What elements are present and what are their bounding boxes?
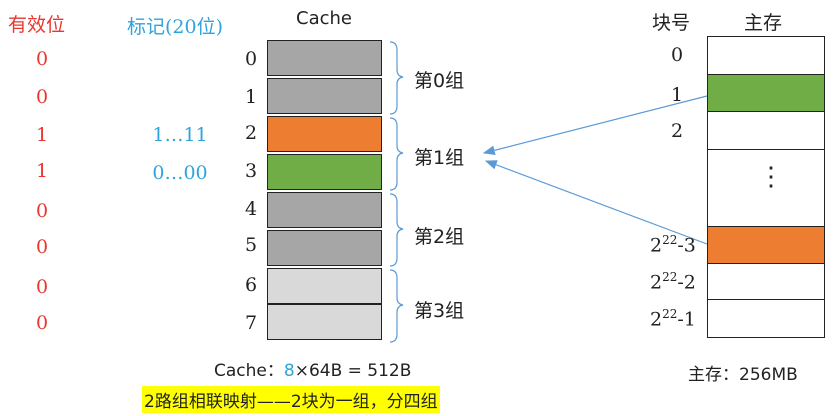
valid-bit-2: 1	[35, 124, 49, 146]
block-number-exponent: 22	[662, 270, 678, 284]
memory-block-0	[707, 36, 825, 74]
tag-line-2: 1…11	[152, 124, 208, 146]
cache-line-count: 8	[283, 361, 295, 381]
cache-caption-rest: ×64B = 512B	[294, 361, 412, 381]
cache-line-3	[267, 154, 382, 190]
block-number-header: 块号	[652, 12, 691, 34]
memory-size-caption: 主存：256MB	[688, 365, 798, 385]
mapping-description: 2路组相联映射——2块为一组，分四组	[142, 386, 440, 413]
cache-line-index-5: 5	[244, 234, 258, 256]
group-label-3: 第3组	[414, 300, 465, 322]
memory-block-number-last2: 222-2	[650, 270, 696, 293]
memory-block-number-last1: 222-1	[650, 307, 696, 330]
cache-line-index-4: 4	[244, 198, 258, 220]
cache-line-0	[267, 40, 382, 76]
memory-block-1	[707, 74, 825, 112]
cache-line-2	[267, 116, 382, 152]
block-number-exponent: 22	[662, 307, 678, 321]
block-number-base: 2	[650, 271, 663, 294]
cache-line-index-2: 2	[244, 122, 258, 144]
memory-ellipsis: ⋮	[758, 162, 784, 192]
memory-block-number-last3: 222-3	[650, 233, 696, 256]
tag-line-3: 0…00	[152, 162, 208, 184]
main-memory-header: 主存	[744, 12, 783, 34]
group-1-brace	[389, 117, 404, 191]
valid-bit-1: 0	[35, 86, 49, 108]
valid-bit-6: 0	[35, 276, 49, 298]
cache-line-7	[267, 304, 382, 340]
group-label-1: 第1组	[414, 147, 465, 169]
cache-line-4	[267, 192, 382, 228]
cache-header: Cache	[296, 8, 352, 29]
cache-line-index-7: 7	[244, 312, 258, 334]
memory-block-ellipsis-region	[707, 150, 825, 226]
block-number-exponent: 22	[662, 233, 678, 247]
cache-line-index-3: 3	[244, 160, 258, 182]
block-number-suffix: -3	[677, 234, 696, 257]
memory-block-number-2: 2	[670, 120, 684, 142]
valid-bit-5: 0	[35, 236, 49, 258]
valid-bit-7: 0	[35, 312, 49, 334]
memory-block-number-0: 0	[670, 44, 684, 66]
group-3-brace	[389, 269, 404, 343]
tag-header: 标记(20位)	[127, 16, 224, 38]
block-number-base: 2	[650, 234, 663, 257]
memory-block-last3	[707, 226, 825, 264]
group-label-0: 第0组	[414, 70, 465, 92]
cache-line-1	[267, 78, 382, 114]
memory-block-last1	[707, 300, 825, 338]
block-number-base: 2	[650, 308, 663, 331]
mapping-arrow-block-last3	[484, 160, 708, 245]
cache-size-caption: Cache：8×64B = 512B	[214, 356, 411, 381]
memory-block-2	[707, 112, 825, 150]
group-2-brace	[389, 193, 404, 267]
block-number-suffix: -1	[677, 308, 696, 331]
cache-line-index-0: 0	[244, 48, 258, 70]
cache-line-index-6: 6	[244, 274, 258, 296]
group-0-brace	[389, 41, 404, 115]
block-number-suffix: -2	[677, 271, 696, 294]
memory-block-number-1: 1	[670, 84, 684, 106]
valid-bit-4: 0	[35, 200, 49, 222]
valid-bit-3: 1	[35, 160, 49, 182]
cache-line-index-1: 1	[244, 86, 258, 108]
cache-caption-prefix: Cache：	[214, 361, 284, 381]
cache-line-6	[267, 268, 382, 304]
mapping-arrow-block-1	[482, 95, 708, 155]
cache-line-5	[267, 230, 382, 266]
memory-block-last2	[707, 264, 825, 300]
valid-bit-0: 0	[35, 48, 49, 70]
group-label-2: 第2组	[414, 226, 465, 248]
valid-bit-header: 有效位	[8, 14, 66, 36]
